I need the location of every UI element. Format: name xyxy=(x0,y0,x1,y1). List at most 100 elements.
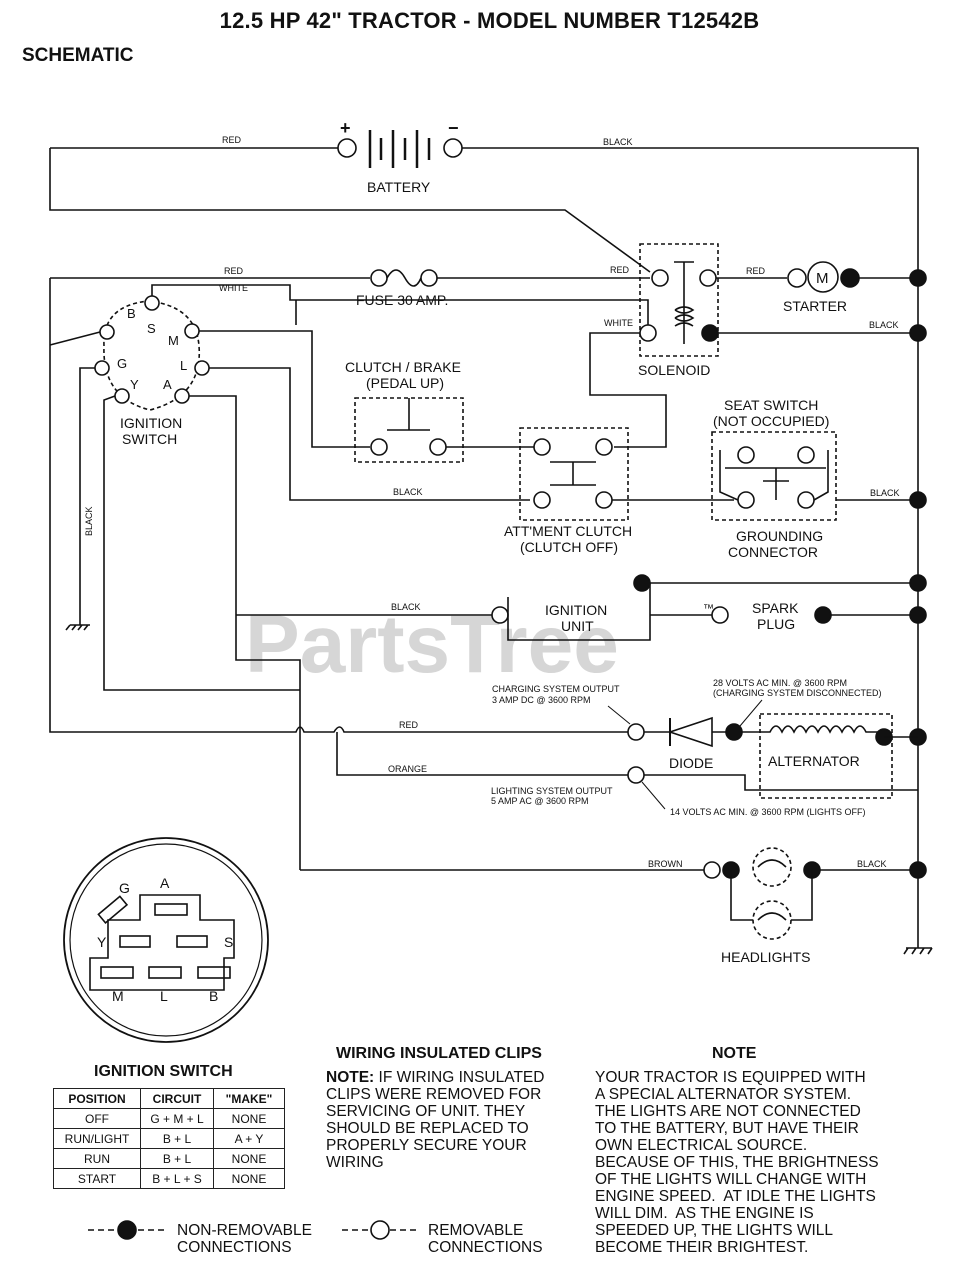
wire-label-red-fuse: RED xyxy=(224,266,244,276)
charging-output-terminal xyxy=(627,723,645,741)
grounding-connector-label-1: GROUNDING xyxy=(736,528,823,544)
ignition-unit-label-1: IGNITION xyxy=(545,602,607,618)
fuse: FUSE 30 AMP. xyxy=(49,269,650,345)
face-terminal-m: M xyxy=(112,988,124,1004)
wire-label-black-battery: BLACK xyxy=(603,137,633,147)
charging-output-annotation-1: CHARGING SYSTEM OUTPUT xyxy=(492,684,620,694)
table-cell: OFF xyxy=(53,1108,141,1129)
wire-label-black-ground: BLACK xyxy=(84,506,94,536)
switch-terminal-m: M xyxy=(168,333,179,348)
spark-plug-label-1: SPARK xyxy=(752,600,799,616)
solenoid-label: SOLENOID xyxy=(638,362,710,378)
charging-output-annotation-2: 3 AMP DC @ 3600 RPM xyxy=(492,695,591,705)
table-row: OFF G + M + L NONE xyxy=(53,1108,285,1129)
spark-plug: SPARK PLUG xyxy=(752,600,918,632)
ignition-table-title: IGNITION SWITCH xyxy=(94,1063,233,1080)
switch-terminal-a: A xyxy=(163,377,172,392)
legend xyxy=(88,1220,420,1240)
face-terminal-g: G xyxy=(119,880,130,896)
table-cell: B + L + S xyxy=(140,1168,214,1189)
starter: M STARTER xyxy=(783,261,918,314)
lighting-output-annotation-1: LIGHTING SYSTEM OUTPUT xyxy=(491,786,613,796)
table-cell: NONE xyxy=(213,1168,285,1189)
table-cell: B + L xyxy=(140,1128,214,1149)
note-title: NOTE xyxy=(712,1045,757,1062)
switch-terminal-y: Y xyxy=(130,377,139,392)
solenoid: SOLENOID xyxy=(638,243,719,378)
page-title: 12.5 HP 42" TRACTOR - MODEL NUMBER T1254… xyxy=(219,8,760,33)
spark-plug-label-2: PLUG xyxy=(757,616,795,632)
face-terminal-a: A xyxy=(160,875,170,891)
wire-label-red-starter: RED xyxy=(746,266,766,276)
table-row: RUN/LIGHT B + L A + Y xyxy=(53,1128,285,1149)
battery-label: BATTERY xyxy=(367,179,431,195)
wire-label-orange: ORANGE xyxy=(388,764,427,774)
ignition-switch-label-1: IGNITION xyxy=(120,415,182,431)
page-subtitle: SCHEMATIC xyxy=(22,45,134,66)
switch-terminal-l: L xyxy=(180,358,187,373)
table-cell: RUN/LIGHT xyxy=(53,1128,141,1149)
wire-label-black-headlights: BLACK xyxy=(857,859,887,869)
table-cell: NONE xyxy=(213,1108,285,1129)
wire-label-black-attclutch: BLACK xyxy=(393,487,423,497)
ignition-unit: IGNITION UNIT xyxy=(491,574,918,641)
switch-terminal-g: G xyxy=(117,356,127,371)
table-cell: A + Y xyxy=(213,1128,285,1149)
volts28-annotation-2: (CHARGING SYSTEM DISCONNECTED) xyxy=(713,688,882,698)
headlights-label: HEADLIGHTS xyxy=(721,949,810,965)
seat-switch-label-1: SEAT SWITCH xyxy=(724,397,818,413)
volts28-annotation-1: 28 VOLTS AC MIN. @ 3600 RPM xyxy=(713,678,847,688)
watermark: PartsTree xyxy=(245,599,619,690)
lighting-output-terminal xyxy=(627,766,645,784)
diode-label: DIODE xyxy=(669,755,713,771)
switch-terminal-b: B xyxy=(127,306,136,321)
face-terminal-b: B xyxy=(209,988,218,1004)
clutch-brake-label-1: CLUTCH / BRAKE xyxy=(345,359,461,375)
table-header-position: POSITION xyxy=(53,1088,141,1109)
wire-label-white-solenoid: WHITE xyxy=(604,318,633,328)
ignition-unit-label-2: UNIT xyxy=(561,618,594,634)
table-cell: NONE xyxy=(213,1148,285,1169)
wire-label-black-solenoid: BLACK xyxy=(869,320,899,330)
face-terminal-s: S xyxy=(224,934,233,950)
legend-non-removable-label-2: CONNECTIONS xyxy=(177,1239,292,1256)
battery-minus: − xyxy=(448,118,459,138)
wiring-clips-text: IF WIRING INSULATED CLIPS WERE REMOVED F… xyxy=(326,1069,545,1171)
ignition-switch-face: A G Y S M L B xyxy=(63,837,269,1043)
wiring-clips-note: NOTE: IF WIRING INSULATED CLIPS WERE REM… xyxy=(326,1069,544,1171)
legend-non-removable-symbol xyxy=(117,1220,137,1240)
table-row: START B + L + S NONE xyxy=(53,1168,285,1189)
attachment-clutch-switch: ATT'MENT CLUTCH (CLUTCH OFF) xyxy=(504,427,632,555)
wire-label-black-ignition: BLACK xyxy=(391,602,421,612)
switch-terminal-s: S xyxy=(147,321,156,336)
clutch-brake-label-2: (PEDAL UP) xyxy=(366,375,444,391)
face-terminal-y: Y xyxy=(97,934,107,950)
wire-label-brown: BROWN xyxy=(648,859,683,869)
seat-switch: SEAT SWITCH (NOT OCCUPIED) GROUNDING CON… xyxy=(711,397,837,560)
legend-removable-symbol xyxy=(370,1220,390,1240)
attachment-clutch-label-2: (CLUTCH OFF) xyxy=(520,539,618,555)
wiring-clips-title: WIRING INSULATED CLIPS xyxy=(336,1045,542,1062)
legend-removable-label-2: CONNECTIONS xyxy=(428,1239,543,1256)
clutch-brake-switch: CLUTCH / BRAKE (PEDAL UP) xyxy=(345,359,464,463)
starter-symbol: M xyxy=(816,270,829,287)
wire-label-white-switch: WHITE xyxy=(219,283,248,293)
headlights: BROWN BLACK HEADLIGHTS xyxy=(300,847,918,965)
wire-label-red-battery: RED xyxy=(222,135,242,145)
ground-bus-connections xyxy=(909,269,927,879)
alternator-label: ALTERNATOR xyxy=(768,753,860,769)
alternator: ALTERNATOR xyxy=(742,713,893,799)
ground-symbol xyxy=(903,947,933,955)
battery: + − BATTERY xyxy=(49,118,919,948)
face-terminal-l: L xyxy=(160,988,168,1004)
wiring-clips-prefix: NOTE: xyxy=(326,1069,375,1086)
table-row: RUN B + L NONE xyxy=(53,1148,285,1169)
note-text: YOUR TRACTOR IS EQUIPPED WITH A SPECIAL … xyxy=(595,1069,879,1256)
starter-label: STARTER xyxy=(783,298,847,314)
ignition-switch-table: POSITION CIRCUIT "MAKE" OFF G + M + L NO… xyxy=(53,1088,285,1189)
battery-plus: + xyxy=(340,118,351,138)
table-cell: RUN xyxy=(53,1148,141,1169)
lighting-output-annotation-2: 5 AMP AC @ 3600 RPM xyxy=(491,796,589,806)
table-cell: G + M + L xyxy=(140,1108,214,1129)
